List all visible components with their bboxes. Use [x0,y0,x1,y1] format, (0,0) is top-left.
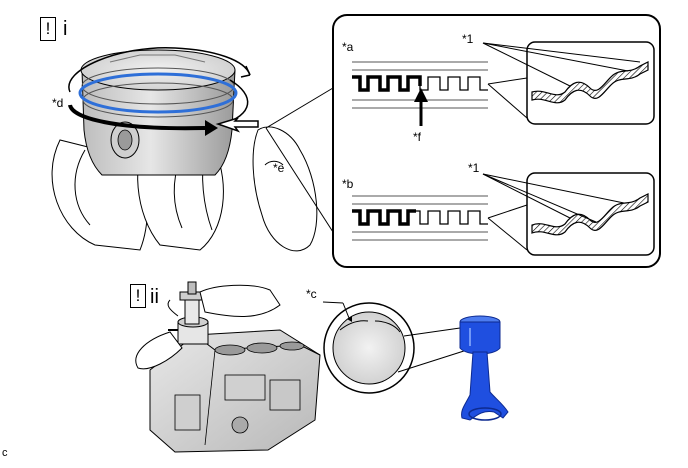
ring-zoom-a [482,41,655,125]
step-ii-caution-mark: ! [130,284,146,308]
groove-diagram-b [352,195,528,251]
piston-crown-and-rod [322,301,509,421]
piston-ring-illustration [51,47,334,252]
callout-e: *e [273,161,285,175]
callout-1-bottom: *1 [468,161,480,175]
groove-diagram-a [352,61,528,126]
callout-d: *d [52,96,64,110]
step-ii-number: ii [150,286,159,308]
step-i-caution-mark: ! [40,17,56,41]
callout-f: *f [413,130,422,144]
engine-block-illustration [135,281,321,453]
figure-code: c [2,447,8,459]
callout-b: *b [342,177,354,191]
ring-groove-detail-panel [332,14,661,268]
callout-a: *a [342,40,354,54]
callout-c: *c [306,287,317,301]
callout-1-top: *1 [462,32,474,46]
step-i-number: i [63,18,68,40]
ring-zoom-b [482,172,655,256]
